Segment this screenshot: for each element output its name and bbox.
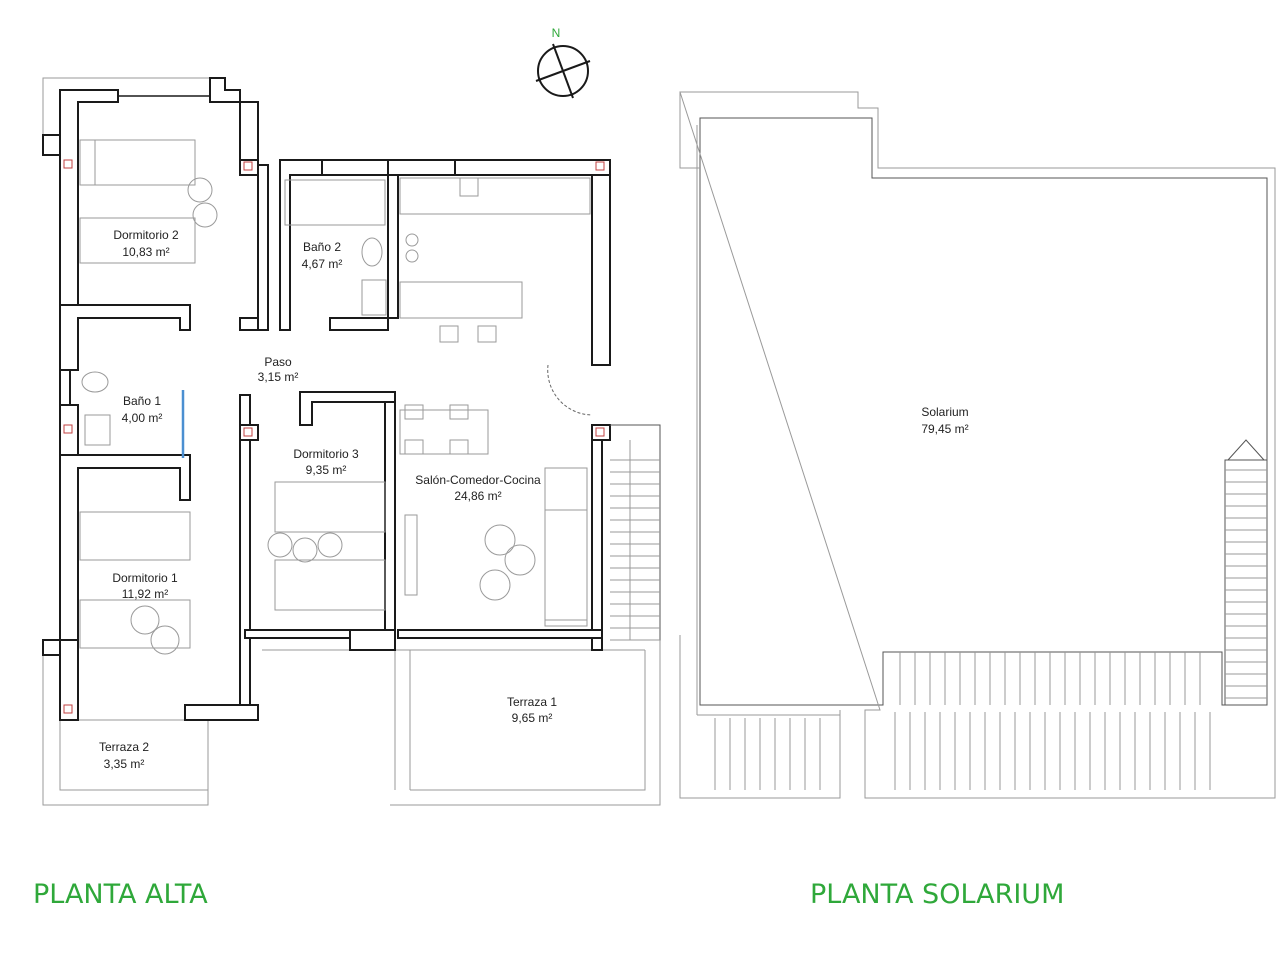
room-name-solarium: Solarium [921, 405, 968, 419]
column-markers [63, 159, 605, 714]
room-name-bano-2: Baño 2 [303, 240, 341, 254]
room-name-paso: Paso [264, 355, 292, 369]
room-area-solarium: 79,45 m² [921, 422, 968, 436]
room-area-paso: 3,15 m² [258, 370, 299, 384]
room-area-dormitorio-1: 11,92 m² [122, 587, 168, 601]
room-name-dormitorio-2: Dormitorio 2 [113, 228, 179, 242]
room-name-terraza-1: Terraza 1 [507, 695, 557, 709]
planta-solarium-plan [679, 91, 1276, 799]
compass-rose: N [535, 26, 591, 99]
room-area-terraza-2: 3,35 m² [104, 757, 145, 771]
room-area-dormitorio-3: 9,35 m² [306, 463, 347, 477]
room-name-dormitorio-3: Dormitorio 3 [293, 447, 359, 461]
room-name-bano-1: Baño 1 [123, 394, 161, 408]
room-area-bano-2: 4,67 m² [302, 257, 343, 271]
terrace-outlines [42, 77, 661, 806]
room-area-dormitorio-2: 10,83 m² [122, 245, 169, 259]
room-name-dormitorio-1: Dormitorio 1 [112, 571, 178, 585]
planta-alta-plan [42, 77, 661, 806]
walls [42, 77, 611, 721]
room-area-terraza-1: 9,65 m² [512, 711, 553, 725]
plan-title-solarium: PLANTA SOLARIUM [810, 879, 1064, 910]
room-area-salon: 24,86 m² [454, 489, 501, 503]
plan-title-alta: PLANTA ALTA [33, 879, 208, 910]
room-name-salon: Salón-Comedor-Cocina [415, 473, 541, 487]
furniture [79, 139, 591, 655]
room-name-terraza-2: Terraza 2 [99, 740, 149, 754]
door-swing [547, 364, 593, 416]
north-label: N [552, 26, 561, 40]
stairs-alta [610, 424, 661, 641]
room-area-bano-1: 4,00 m² [122, 411, 163, 425]
room-labels: Dormitorio 2 10,83 m² Baño 2 4,67 m² Pas… [99, 228, 969, 771]
